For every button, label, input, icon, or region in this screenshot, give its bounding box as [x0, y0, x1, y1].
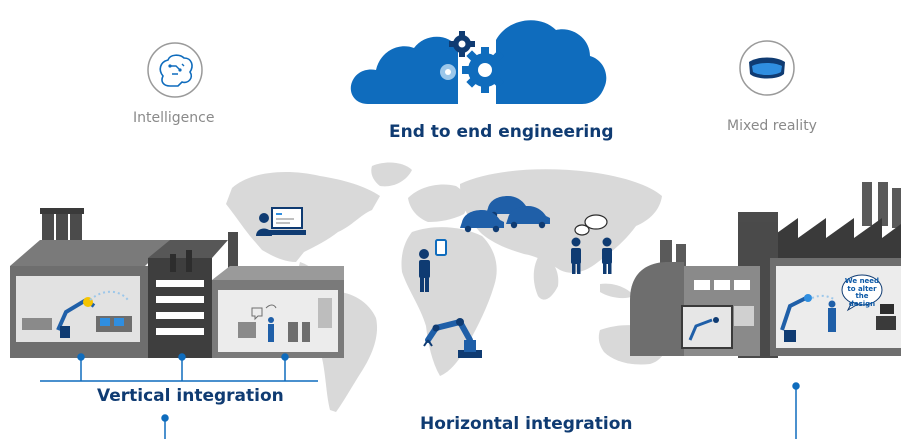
horizontal-integration-title: Horizontal integration	[420, 414, 633, 434]
person-icon	[419, 249, 430, 292]
person-icon	[571, 237, 612, 274]
intelligence-label: Intelligence	[133, 110, 215, 126]
robot-arm-icon	[423, 318, 482, 358]
cloud-gears-icon	[350, 20, 607, 105]
brain-circuit-icon	[147, 42, 203, 98]
vertical-integration-title: Vertical integration	[97, 386, 284, 406]
right-factory	[630, 182, 901, 358]
design-change-speech-bubble: We need to alter the design	[844, 277, 880, 308]
vr-headset-icon	[739, 40, 795, 96]
tablet-icon	[435, 239, 447, 256]
speech-bubble-icon	[574, 214, 608, 236]
laptop-icon	[256, 207, 306, 236]
horizontal-integration-connector	[792, 382, 800, 439]
mixed-reality-label: Mixed reality	[727, 118, 817, 134]
car-icon	[460, 196, 550, 233]
end-to-end-engineering-title: End to end engineering	[389, 122, 614, 142]
left-factory	[10, 208, 344, 358]
vertical-integration-connector	[40, 353, 318, 439]
